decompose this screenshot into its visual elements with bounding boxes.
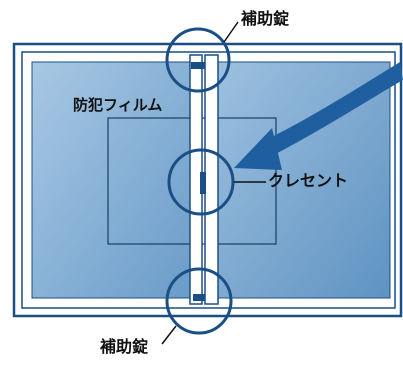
right-sash-stile xyxy=(204,54,219,305)
left-glass-pane xyxy=(31,61,191,299)
crescent-label: クレセント xyxy=(268,171,349,190)
bottom-lock-circle xyxy=(165,267,233,335)
top-lock-circle xyxy=(165,27,231,93)
top-lock-label: 補助錠 xyxy=(241,9,290,28)
crescent-mark xyxy=(200,172,206,194)
bottom-lock-leader xyxy=(161,325,177,345)
bottom-lock-label: 補助錠 xyxy=(100,337,149,356)
top-lock-leader xyxy=(223,21,239,43)
bottom-lock-mark xyxy=(193,294,205,301)
crescent-arrow-body xyxy=(262,62,403,158)
crescent-circle xyxy=(167,148,235,216)
crescent-arrow-head xyxy=(234,128,282,170)
top-lock-mark xyxy=(191,62,205,69)
security-film-label: 防犯フィルム xyxy=(73,96,163,114)
